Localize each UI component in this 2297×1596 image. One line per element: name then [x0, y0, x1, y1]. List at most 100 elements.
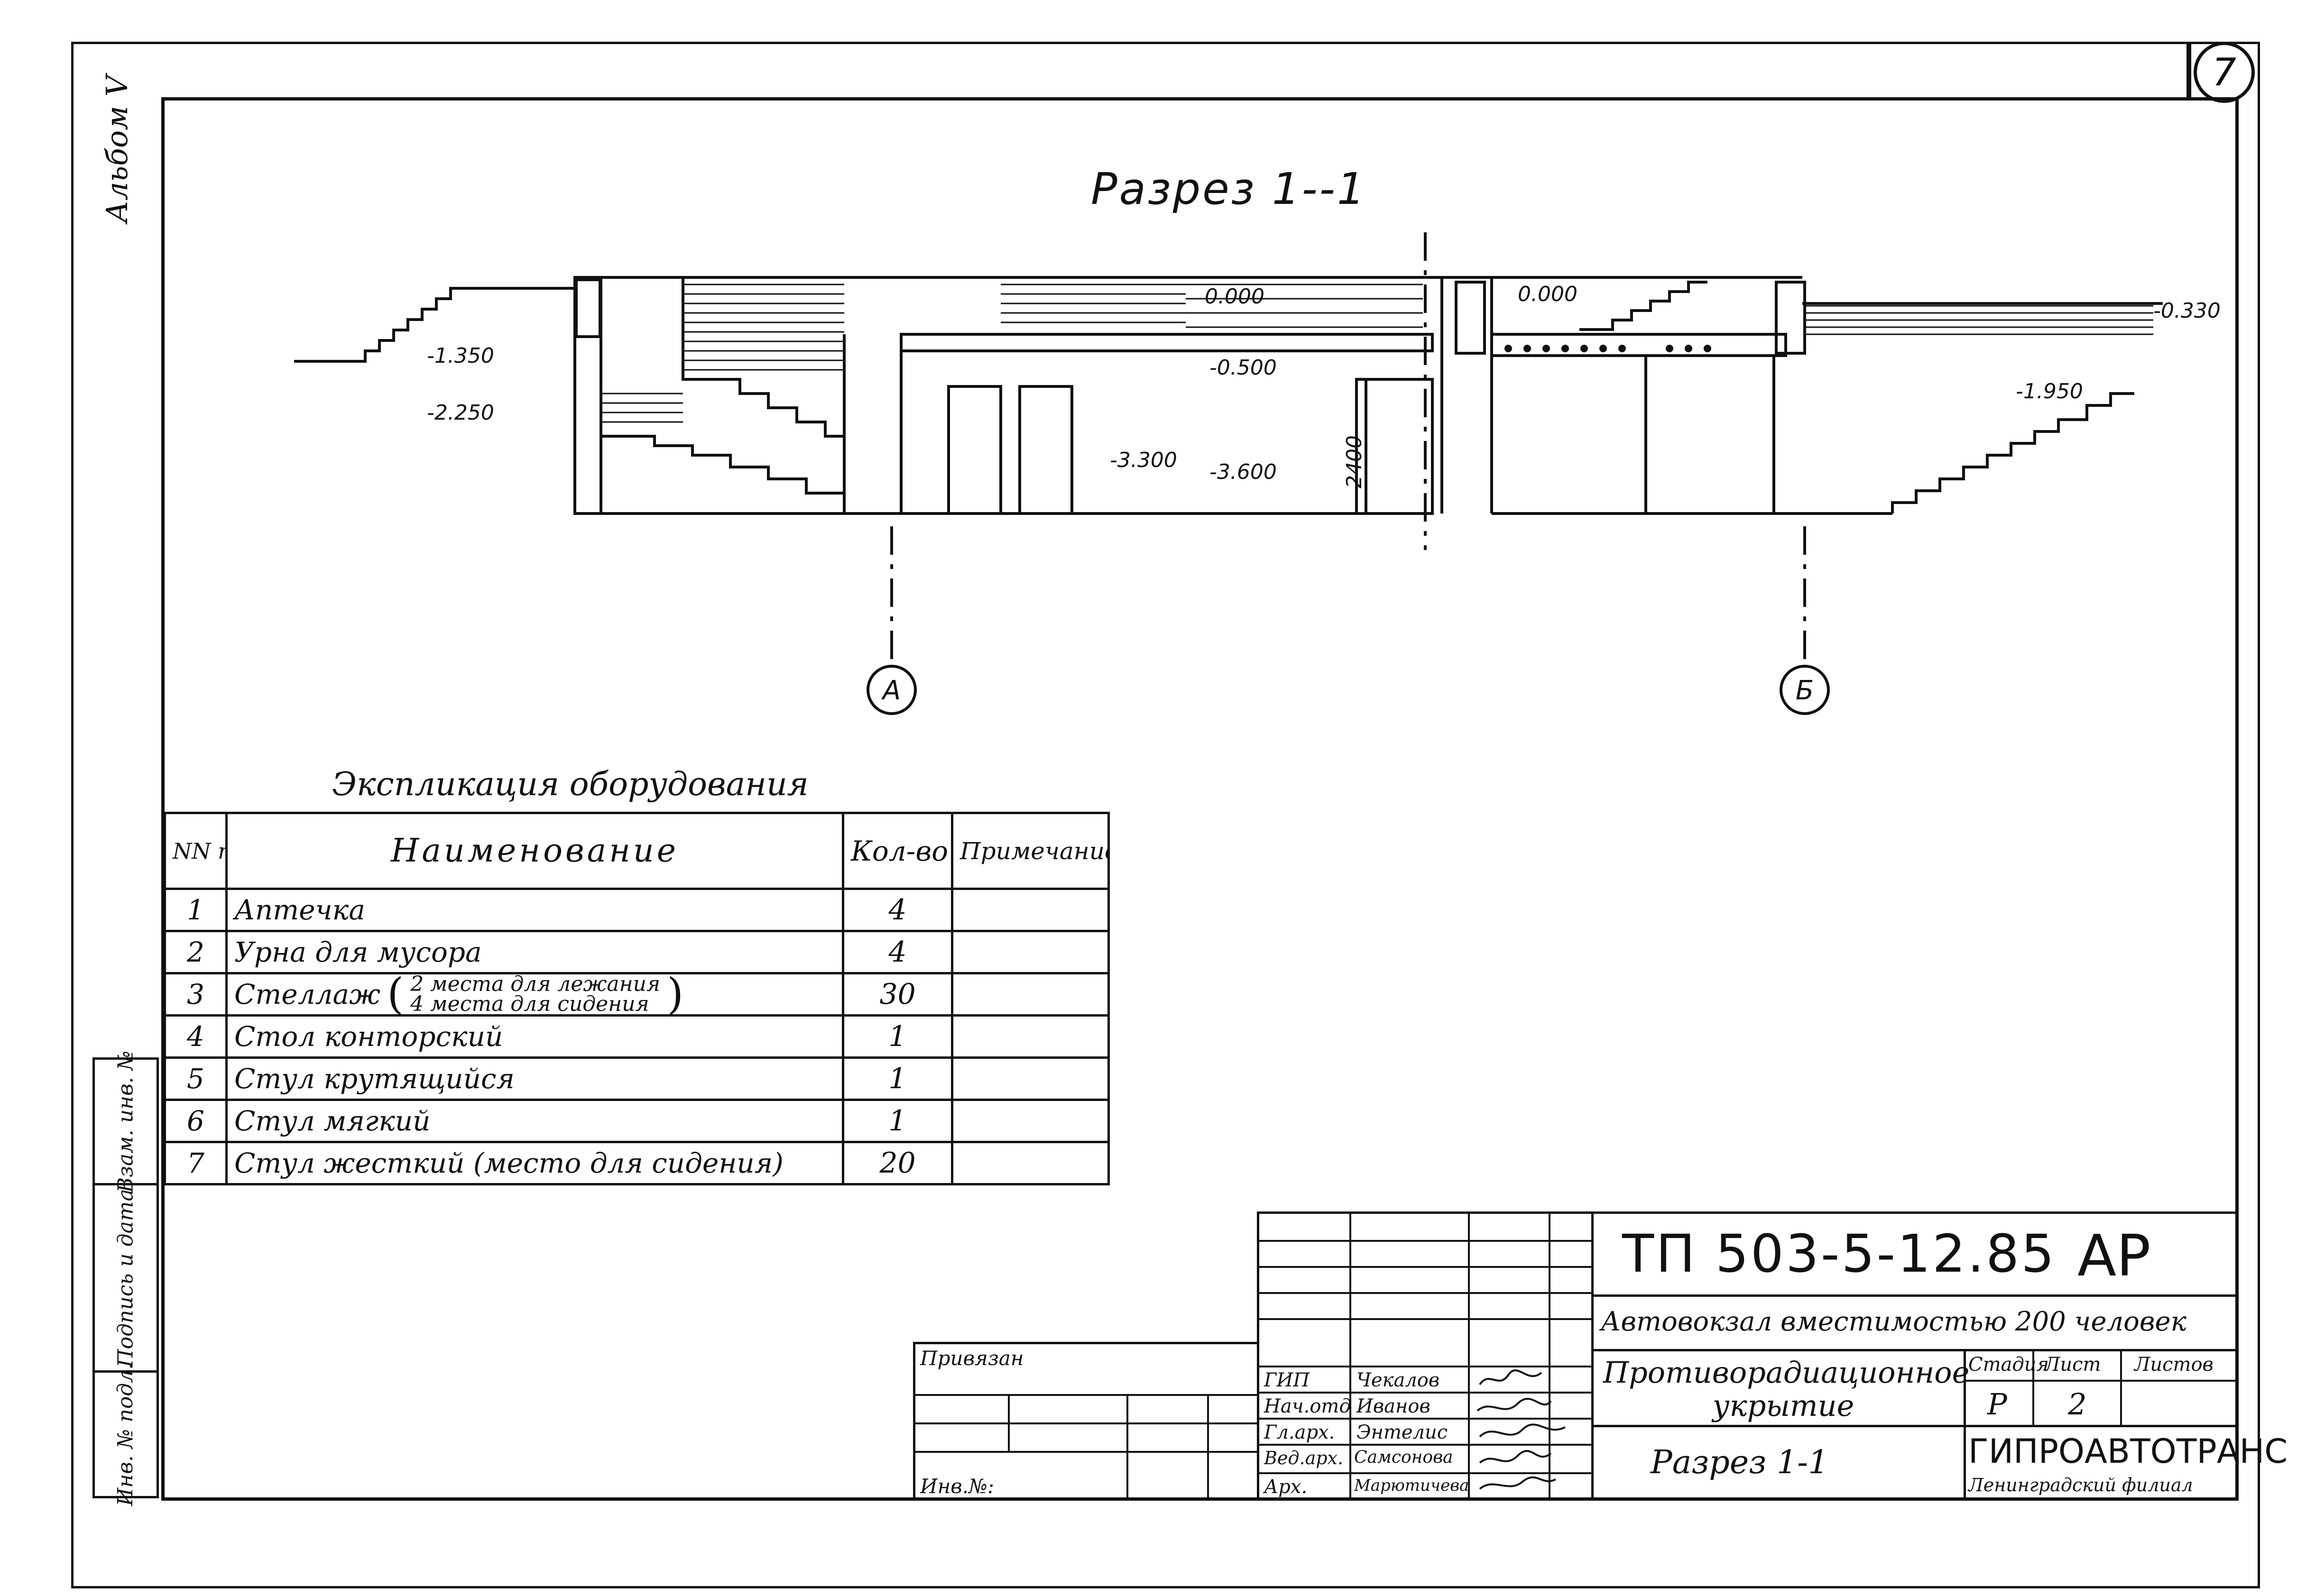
tb-sig-row-6 [1257, 1392, 1594, 1394]
header-note: Примечание [951, 812, 1110, 890]
tb-sig-row-8 [1257, 1444, 1594, 1446]
tb-sig-row-4 [1257, 1318, 1594, 1320]
row-qty: 20 [842, 1141, 953, 1185]
section-drawing: 0.000 0.000 -0.330 -0.500 -1.350 -2.250 … [294, 232, 2221, 715]
tb-priv-col3 [1207, 1394, 1209, 1501]
equipment-header-row: NN п/п. Наименование Кол-во Примечание [164, 812, 1110, 890]
ceiling-slab-right [1490, 333, 1787, 357]
hatch-wall-left [575, 278, 601, 338]
elev-label-6: -2.250 [427, 401, 494, 425]
axis-circle-a [867, 665, 917, 715]
tb-name-5: Марютичева [1354, 1476, 1469, 1495]
header-no: NN п/п. [164, 812, 228, 890]
elev-label-7: -3.300 [1110, 448, 1177, 472]
tb-role-1: ГИП [1264, 1369, 1310, 1391]
margin-stamp: Взам. инв. № Подпись и дата Инв. № подл. [92, 1050, 159, 1506]
tb-stage-col2 [2032, 1349, 2034, 1425]
tb-sig-row-3 [1257, 1292, 1594, 1294]
elev-label-5: -1.350 [427, 344, 494, 368]
door-2 [1018, 385, 1073, 515]
row-name: Стул мягкий [225, 1099, 844, 1143]
tb-sig-row-5 [1257, 1366, 1594, 1367]
tb-top [1257, 1211, 2239, 1214]
tb-col-sign [1549, 1211, 1550, 1501]
signature-3 [1479, 1423, 1566, 1438]
tb-name-3: Энтелис [1356, 1422, 1448, 1443]
row-note [951, 1014, 1110, 1059]
tb-branch: Ленинградский филиал [1968, 1475, 2193, 1495]
table-row: 5 Стул крутящийся 1 [164, 1056, 1110, 1101]
row-note [951, 1099, 1110, 1143]
row-no: 1 [164, 888, 228, 932]
equipment-title: Экспликация оборудования [332, 766, 809, 803]
tb-object-row [1594, 1425, 2239, 1427]
row-note [951, 1141, 1110, 1185]
slab-void-10 [1704, 345, 1711, 352]
signature-4 [1479, 1450, 1552, 1464]
door-3 [1355, 378, 1434, 515]
tb-code: ТП 503-5-12.85 [1622, 1223, 2057, 1284]
row-no: 2 [164, 930, 228, 974]
tb-sig-row-9 [1257, 1472, 1594, 1474]
tb-priv-row1 [913, 1394, 1259, 1396]
row-name: Аптечка [225, 888, 844, 932]
row-no: 6 [164, 1099, 228, 1143]
row-no: 7 [164, 1141, 228, 1185]
left-wall [573, 276, 602, 515]
signature-2 [1476, 1398, 1552, 1412]
section-title: Разрез 1--1 [1091, 164, 1367, 214]
table-row: 4 Стол конторский 1 [164, 1014, 1110, 1059]
row-note [951, 888, 1110, 932]
tb-privyazan: Привязан [920, 1347, 1024, 1370]
elev-label-1: 0.000 [1205, 284, 1264, 309]
signature-1 [1479, 1369, 1542, 1385]
tb-stage-row1 [1964, 1380, 2239, 1382]
row-qty: 1 [842, 1014, 953, 1059]
header-name: Наименование [225, 812, 844, 890]
tb-code-row [1594, 1294, 2239, 1297]
tb-priv-col2 [1126, 1394, 1128, 1501]
inner-frame [161, 97, 2239, 1501]
tb-inv: Инв.№: [920, 1475, 994, 1498]
tb-project-row [1594, 1349, 2239, 1351]
axis-circle-b [1780, 665, 1830, 715]
tb-left [1257, 1211, 1259, 1501]
tb-priv-col1 [1008, 1394, 1010, 1451]
row-qty: 1 [842, 1056, 953, 1101]
table-row: 2 Урна для мусора 4 [164, 930, 1110, 974]
tb-sig-row-2 [1257, 1266, 1594, 1268]
stair-hatch-mid [1001, 284, 1423, 328]
tb-role-3: Гл.арх. [1264, 1422, 1335, 1443]
tb-priv-top [913, 1342, 1259, 1344]
tb-priv-row3 [913, 1451, 1259, 1453]
tb-col-name [1468, 1211, 1470, 1501]
signatures [1476, 1369, 1566, 1490]
slab-void-1 [1504, 345, 1512, 352]
row-qty: 1 [842, 1099, 953, 1143]
tb-priv-row2 [913, 1422, 1259, 1424]
slab-void-5 [1580, 345, 1588, 352]
row-note [951, 1056, 1110, 1101]
hatch-wall-2 [1775, 281, 1806, 355]
table-row: 3 Стеллаж ( 2 места для лежания 4 места … [164, 972, 1110, 1017]
stamp-cell-signature: Подпись и дата [92, 1183, 159, 1373]
shelf-sub-1: 2 места для лежания [410, 973, 661, 996]
elev-label-3: -0.330 [2153, 299, 2221, 323]
tb-stage-label: Стадия [1968, 1354, 2049, 1376]
row-name-compound: Стеллаж ( 2 места для лежания 4 места дл… [225, 972, 844, 1017]
elev-label-8: -3.600 [1209, 460, 1277, 484]
tb-sheet-no: 2 [2068, 1387, 2087, 1422]
door-1 [947, 385, 1002, 515]
ceiling-slab [900, 333, 1434, 352]
tb-priv-left [913, 1342, 915, 1501]
stair-hatch-lower [601, 393, 683, 423]
stair-right-ground [1891, 392, 2134, 514]
dimension-label: 2400 [1342, 435, 1366, 488]
stair-interior-1 [682, 277, 844, 438]
slab-void-9 [1685, 345, 1692, 352]
tb-sig-row-1 [1257, 1240, 1594, 1242]
row-name: Стул жесткий (место для сидения) [225, 1141, 844, 1185]
axis-label-a: А [881, 675, 901, 706]
tb-role-2: Нач.отд [1264, 1395, 1351, 1417]
table-row: 7 Стул жесткий (место для сидения) 20 [164, 1141, 1110, 1185]
